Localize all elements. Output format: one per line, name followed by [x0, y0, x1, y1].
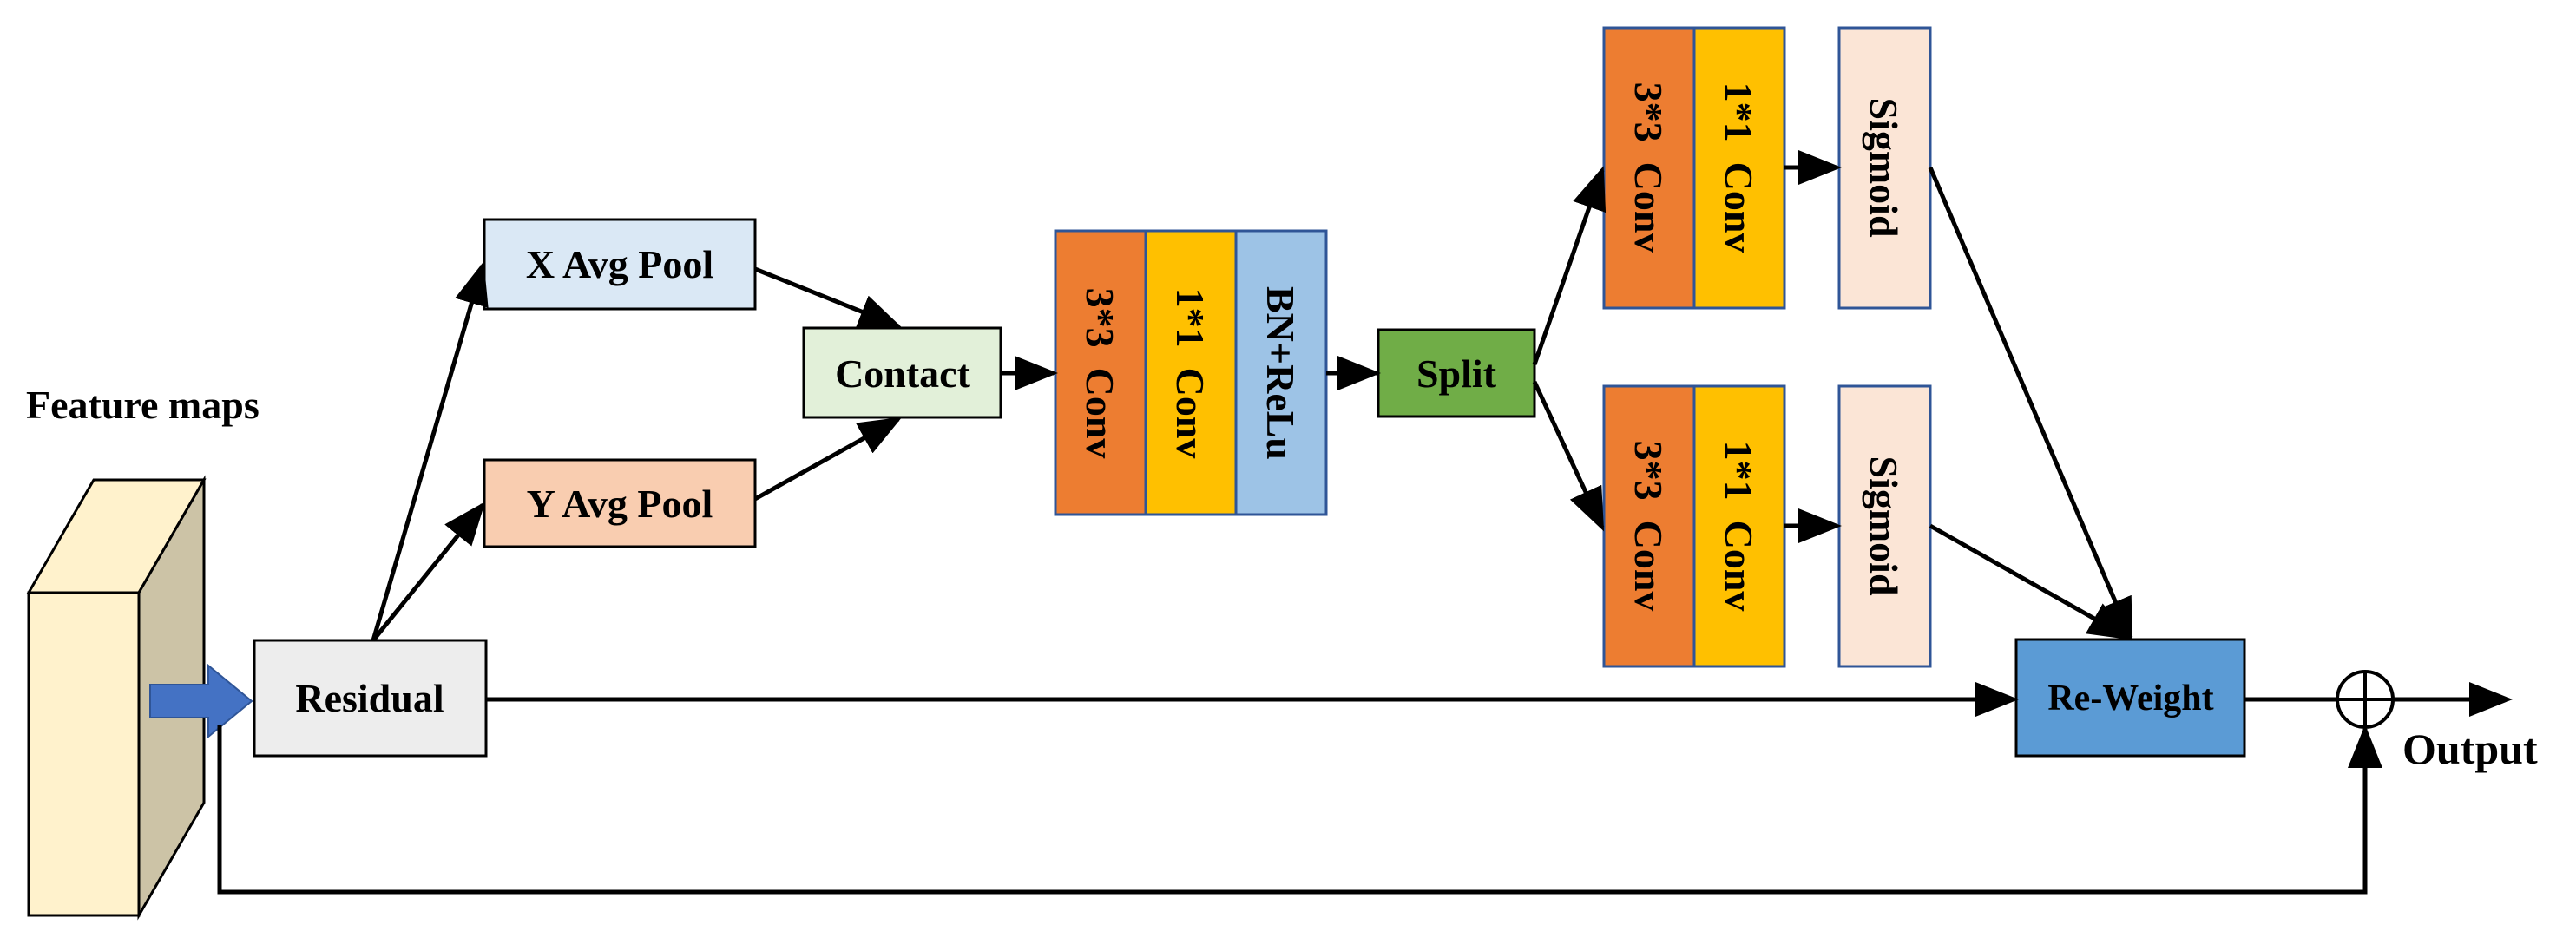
bottom-sigmoid-label: Sigmoid	[1862, 456, 1906, 595]
arrow-ypool-to-contact	[753, 417, 903, 502]
bottom-conv-stack: 3*3 Conv 1*1 Conv	[1602, 384, 1786, 668]
arrow-top-sigmoid-to-reweight	[1928, 167, 2133, 642]
connectors	[217, 150, 2513, 895]
feature-maps-label: Feature maps	[26, 383, 260, 427]
bottom-conv1-label: 1*1 Conv	[1717, 441, 1761, 612]
top-conv1-label: 1*1 Conv	[1717, 82, 1761, 253]
arrow-residual-to-xpool	[371, 261, 489, 641]
conv3-label: 3*3 Conv	[1078, 288, 1122, 459]
bottom-sigmoid-block: Sigmoid	[1837, 384, 1932, 668]
arrow-residual-to-ypool	[371, 502, 486, 642]
arrow-split-to-bottom	[1532, 380, 1605, 532]
conv-stack: 3*3 Conv 1*1 Conv BN+ReLu	[1054, 229, 1328, 516]
reweight-label: Re-Weight	[2047, 679, 2213, 718]
sum-node-icon	[2336, 670, 2395, 729]
split-label: Split	[1416, 351, 1497, 396]
x-avg-pool-block: X Avg Pool	[483, 218, 757, 311]
top-conv-stack: 3*3 Conv 1*1 Conv	[1602, 26, 1786, 310]
bn-relu-label: BN+ReLu	[1258, 286, 1303, 460]
conv1-label: 1*1 Conv	[1168, 288, 1212, 459]
contact-label: Contact	[835, 351, 971, 396]
arrow-xpool-to-contact	[754, 266, 903, 329]
x-avg-pool-label: X Avg Pool	[526, 242, 713, 286]
arrow-bottom-sigmoid-to-reweight	[1929, 523, 2132, 640]
arrow-split-to-top	[1532, 166, 1607, 365]
output-label: Output	[2402, 725, 2538, 773]
residual-label: Residual	[295, 676, 444, 720]
input-arrow-icon	[149, 663, 253, 739]
arrow-skip-connection	[217, 725, 2382, 895]
top-sigmoid-block: Sigmoid	[1837, 26, 1932, 310]
reweight-block: Re-Weight	[2014, 638, 2246, 758]
contact-block: Contact	[802, 326, 1002, 419]
top-sigmoid-label: Sigmoid	[1862, 97, 1906, 237]
residual-block: Residual	[253, 639, 488, 758]
bottom-conv3-label: 3*3 Conv	[1626, 441, 1671, 612]
top-conv3-label: 3*3 Conv	[1626, 82, 1671, 253]
y-avg-pool-block: Y Avg Pool	[483, 458, 757, 548]
y-avg-pool-label: Y Avg Pool	[527, 482, 713, 526]
split-block: Split	[1377, 328, 1536, 418]
